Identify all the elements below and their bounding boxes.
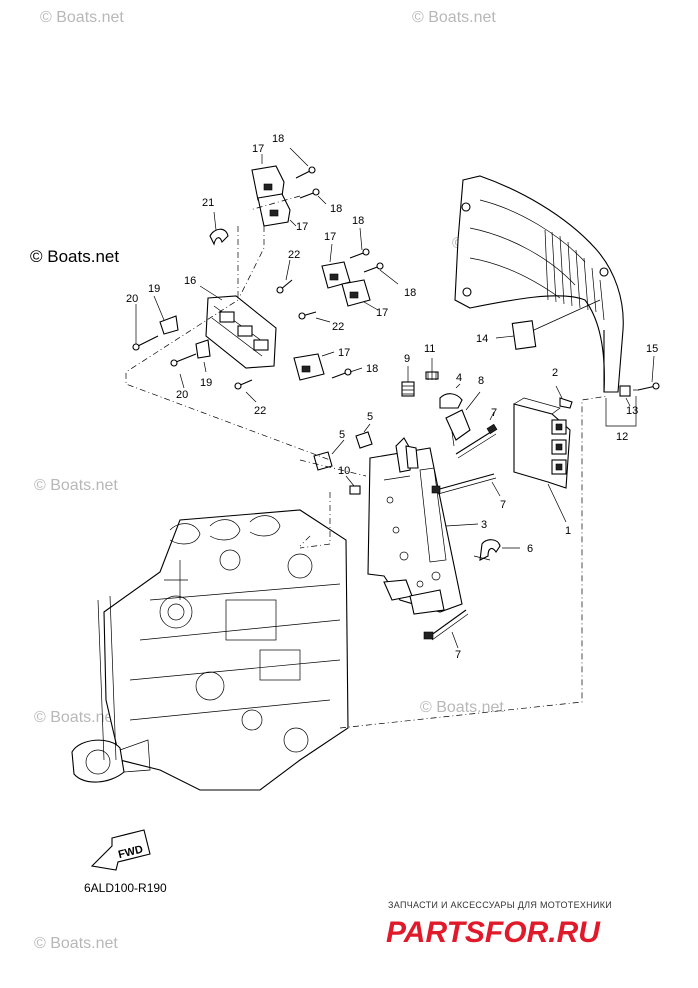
callout-18e: 18 bbox=[366, 363, 378, 375]
cover-part-14 bbox=[454, 175, 624, 393]
watermark-top-right: © Boats.net bbox=[412, 9, 496, 26]
callout-19b: 19 bbox=[200, 377, 212, 389]
callout-14: 14 bbox=[476, 333, 488, 345]
reference-lines bbox=[125, 195, 640, 729]
callout-21: 21 bbox=[202, 197, 214, 209]
fwd-arrow-badge: FWD bbox=[90, 829, 151, 871]
callout-3: 3 bbox=[481, 519, 487, 531]
callout-5a: 5 bbox=[367, 411, 373, 423]
callout-6: 6 bbox=[527, 543, 533, 555]
watermark-lower-right: © Boats.net bbox=[420, 699, 504, 716]
callout-22c: 22 bbox=[254, 405, 266, 417]
engine-block bbox=[71, 509, 349, 791]
callout-7c: 7 bbox=[455, 649, 461, 661]
callout-17d: 17 bbox=[376, 307, 388, 319]
callout-22b: 22 bbox=[332, 321, 344, 333]
callout-11: 11 bbox=[424, 343, 435, 355]
callout-17a: 17 bbox=[252, 143, 264, 155]
callout-17e: 17 bbox=[338, 347, 350, 359]
bracket-plate-part-3 bbox=[367, 437, 479, 615]
callout-13: 13 bbox=[626, 405, 638, 417]
callout-19a: 19 bbox=[148, 283, 160, 295]
relay-bracket-part-16 bbox=[132, 147, 399, 403]
fwd-label: FWD bbox=[117, 843, 144, 861]
callout-9: 9 bbox=[404, 353, 410, 365]
callout-17c: 17 bbox=[324, 231, 336, 243]
callout-16: 16 bbox=[184, 275, 196, 287]
advert-brand: PARTSFOR.RU bbox=[386, 916, 601, 949]
callout-12: 12 bbox=[616, 431, 628, 443]
watermark-main: © Boats.net bbox=[30, 247, 119, 266]
callout-7b: 7 bbox=[500, 499, 506, 511]
callout-20a: 20 bbox=[126, 293, 138, 305]
callout-18a: 18 bbox=[272, 133, 284, 145]
callout-7a: 7 bbox=[491, 407, 497, 419]
ties-part-7 bbox=[423, 411, 501, 649]
clamp-part-6 bbox=[473, 539, 520, 561]
callout-15: 15 bbox=[646, 343, 658, 355]
watermark-layer: © Boats.net © Boats.net © Boats.net © Bo… bbox=[30, 9, 536, 952]
callout-1: 1 bbox=[565, 525, 571, 537]
watermark-lower-left: © Boats.net bbox=[34, 709, 118, 726]
diagram-code: 6ALD100-R190 bbox=[84, 881, 167, 895]
callout-22a: 22 bbox=[288, 249, 300, 261]
watermark-bottom-left: © Boats.net bbox=[34, 935, 118, 952]
callout-labels: 1 2 3 4 5 5 6 7 7 7 8 9 10 11 12 13 14 1… bbox=[126, 133, 658, 661]
callout-18d: 18 bbox=[404, 287, 416, 299]
advert-block: ЗАПЧАСТИ И АКСЕССУАРЫ ДЛЯ МОТОТЕХНИКИ PA… bbox=[386, 900, 612, 949]
callout-18b: 18 bbox=[330, 203, 342, 215]
watermark-mid-left: © Boats.net bbox=[34, 477, 118, 494]
callout-8: 8 bbox=[478, 375, 484, 387]
advert-tagline: ЗАПЧАСТИ И АКСЕССУАРЫ ДЛЯ МОТОТЕХНИКИ bbox=[388, 900, 612, 910]
grommet-bolt-parts bbox=[619, 355, 660, 407]
callout-18c: 18 bbox=[352, 215, 364, 227]
callout-10: 10 bbox=[338, 465, 350, 477]
callout-5b: 5 bbox=[339, 429, 345, 441]
module-part-1 bbox=[513, 397, 571, 523]
small-parts bbox=[313, 358, 573, 495]
callout-20b: 20 bbox=[176, 389, 188, 401]
watermark-top-left: © Boats.net bbox=[40, 9, 124, 26]
callout-2: 2 bbox=[552, 367, 558, 379]
callout-4: 4 bbox=[456, 372, 462, 384]
callout-17b: 17 bbox=[296, 221, 308, 233]
